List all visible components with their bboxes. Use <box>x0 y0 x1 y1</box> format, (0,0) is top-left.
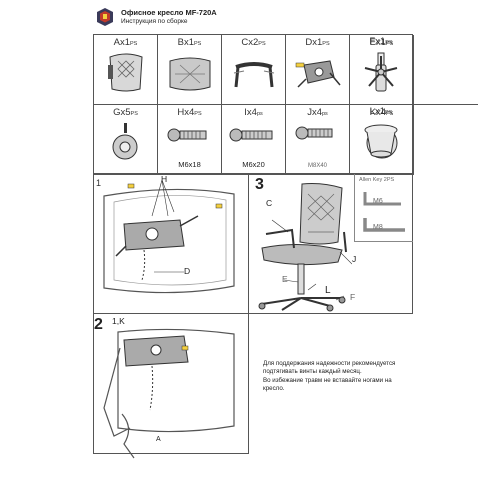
part-cell-d: Dx1PS <box>286 35 350 105</box>
brand-logo-icon <box>97 8 113 26</box>
note-line-2: Во избежание травм не вставайте ногами н… <box>263 376 392 392</box>
step-2-panel <box>93 314 249 454</box>
part-code: Ix4 <box>244 107 257 118</box>
step-1-seat-diagram <box>103 179 235 294</box>
part-code: Lx1 <box>369 106 385 117</box>
part-cell-g: Gx5PS <box>94 105 158 175</box>
star-base-icon <box>364 56 398 87</box>
part-cell-c: Cx2PS <box>222 35 286 105</box>
step-2-label-a: A <box>156 436 161 443</box>
bolt-long-icon <box>229 128 273 142</box>
part-cell-j: Jx4ps M8X40 <box>286 105 350 175</box>
part-cell-a: Ax1PS <box>94 35 158 105</box>
armrest-icon <box>233 62 275 88</box>
allen-key-box: Allen Key 2PS M6 M8 <box>354 174 413 242</box>
step-2-label-1k: 1,K <box>112 316 125 326</box>
part-code: Dx1 <box>305 37 323 48</box>
part-code: Kx4 <box>369 107 387 118</box>
safety-note: Для поддержания надежности рекомендуется… <box>263 360 413 393</box>
part-code: Gx5 <box>113 107 131 118</box>
bolt-short-icon <box>167 128 207 142</box>
caster-icon <box>112 123 138 160</box>
part-cell-f <box>414 35 478 105</box>
part-size: M8X40 <box>307 163 327 169</box>
bolt-m8-icon <box>295 126 333 140</box>
step-2-number: 2 <box>94 316 103 333</box>
part-code: Hx4 <box>177 107 195 118</box>
gas-lift-cover-icon <box>364 124 398 158</box>
step-1-panel <box>93 174 249 314</box>
part-code: Ax1 <box>113 37 131 48</box>
part-cell-l <box>414 105 478 175</box>
part-cell-i: Ix4ps M6x20 <box>222 105 286 175</box>
document-subtitle: Инструкция по сборке <box>121 18 188 25</box>
allen-key-title: Allen Key 2PS <box>359 177 395 183</box>
allen-key-m6: M6 <box>373 198 383 205</box>
part-size: M6x20 <box>242 160 265 169</box>
step-2-backrest-diagram <box>103 328 235 459</box>
part-code: Cx2 <box>241 37 259 48</box>
step-3-number: 3 <box>255 176 264 193</box>
step-3-label-c: C <box>266 198 273 208</box>
part-cell-f-content: Fx1PS <box>349 34 413 104</box>
part-cell-b: Bx1PS <box>158 35 222 105</box>
part-code: Fx1 <box>369 36 386 47</box>
document-title: Офисное кресло MF-720A <box>121 8 217 17</box>
step-3-label-l: L <box>325 285 331 296</box>
part-size: M6x18 <box>178 160 201 169</box>
allen-key-icon <box>363 192 405 232</box>
step-3-panel <box>249 174 413 314</box>
tilt-mechanism-icon <box>295 60 341 88</box>
part-code: Jx4 <box>307 107 322 118</box>
step-3-label-f: F <box>350 292 356 302</box>
step-3-label-e: E <box>282 274 288 284</box>
note-line-1: Для поддержания надежности рекомендуется… <box>263 360 396 376</box>
part-cell-l-content: Lx1PS <box>349 104 413 174</box>
allen-key-m8: M8 <box>373 224 383 231</box>
step-1-label-h: H <box>161 174 168 184</box>
backrest-cushion-icon <box>108 53 143 92</box>
step-1-number: 1 <box>96 178 102 188</box>
step-1-label-d: D <box>184 266 191 276</box>
part-code: Ex1 <box>369 37 387 48</box>
step-3-chair-diagram <box>258 183 352 312</box>
part-code: Bx1 <box>177 37 195 48</box>
part-cell-h: Hx4PS M6x18 <box>158 105 222 175</box>
seat-cushion-icon <box>169 57 211 91</box>
step-3-label-j: J <box>352 254 357 264</box>
